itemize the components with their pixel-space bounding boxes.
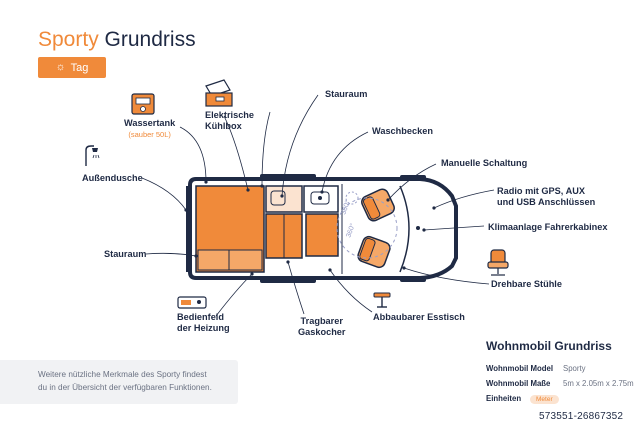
day-mode-label: Tag [70, 61, 89, 74]
spec-size-label: Wohnmobil Maße [486, 379, 551, 388]
info-line-1: Weitere nützliche Merkmale des Sporty fi… [38, 370, 207, 379]
label-waschbecken: Waschbecken [372, 126, 433, 136]
radio-line-1: Radio mit GPS, AUX [497, 186, 585, 196]
label-wassertank: Wassertank (sauber 50L) [124, 118, 175, 140]
label-stauraum-left: Stauraum [104, 249, 147, 259]
leader-lines [141, 94, 495, 317]
specs-title: Wohnmobil Grundriss [486, 339, 612, 353]
table-icon [373, 292, 391, 308]
day-mode-button[interactable]: ☼ Tag [38, 57, 106, 78]
label-klima: Klimaanlage Fahrerkabinex [488, 222, 608, 232]
coolbox-icon [205, 79, 233, 107]
spec-size-value: 5m x 2.05m x 2.75m [563, 379, 634, 388]
spec-row-size: Wohnmobil Maße 5m x 2.05m x 2.75m [486, 379, 634, 388]
label-esstisch: Abbaubarer Esstisch [373, 312, 465, 322]
label-aussendusche: Außendusche [82, 173, 143, 183]
wassertank-text: Wassertank [124, 118, 176, 128]
label-heizung: Bedienfeld der Heizung [177, 312, 230, 334]
title-accent: Sporty [38, 28, 99, 51]
title-rest: Grundriss [104, 28, 196, 51]
label-stauraum-top: Stauraum [325, 89, 368, 99]
sun-icon: ☼ [55, 61, 66, 73]
spec-row-units: Einheiten Meter [486, 394, 559, 404]
spec-row-model: Wohnmobil Model Sporty [486, 364, 586, 373]
spec-model-label: Wohnmobil Model [486, 364, 553, 373]
info-line-2: du in der Übersicht der verfügbaren Funk… [38, 383, 212, 392]
radio-line-2: und USB Anschlüssen [497, 197, 596, 207]
label-stuehle: Drehbare Stühle [491, 279, 562, 289]
spec-units-label: Einheiten [486, 394, 522, 403]
spec-units-value[interactable]: Meter [530, 394, 559, 404]
info-box: Weitere nützliche Merkmale des Sporty fi… [0, 360, 238, 404]
wassertank-capacity: (sauber 50L) [128, 130, 171, 139]
label-kuehlbox: Elektrische Kühlbox [205, 110, 254, 132]
spec-model-value: Sporty [563, 364, 586, 373]
kuehlbox-line-2: Kühlbox [205, 121, 242, 131]
leader-endpoints [184, 180, 436, 276]
label-gaskocher: Tragbarer Gaskocher [298, 316, 346, 338]
van-floorplan [186, 174, 458, 283]
label-schaltung: Manuelle Schaltung [441, 158, 528, 168]
water-tank-icon [131, 93, 155, 115]
heizung-line-2: der Heizung [177, 323, 230, 333]
heating-panel-icon [177, 296, 207, 309]
listing-code: 573551-26867352 [539, 411, 624, 422]
gaskocher-line-2: Gaskocher [298, 327, 346, 337]
heizung-line-1: Bedienfeld [177, 312, 224, 322]
units-pill: Meter [530, 395, 559, 404]
label-radio: Radio mit GPS, AUX und USB Anschlüssen [497, 186, 595, 208]
kuehlbox-line-1: Elektrische [205, 110, 255, 120]
swivel-chair-icon [487, 249, 509, 276]
shower-icon [85, 145, 100, 166]
page-title: Sporty Grundriss [38, 28, 196, 52]
gaskocher-line-1: Tragbarer [300, 316, 343, 326]
